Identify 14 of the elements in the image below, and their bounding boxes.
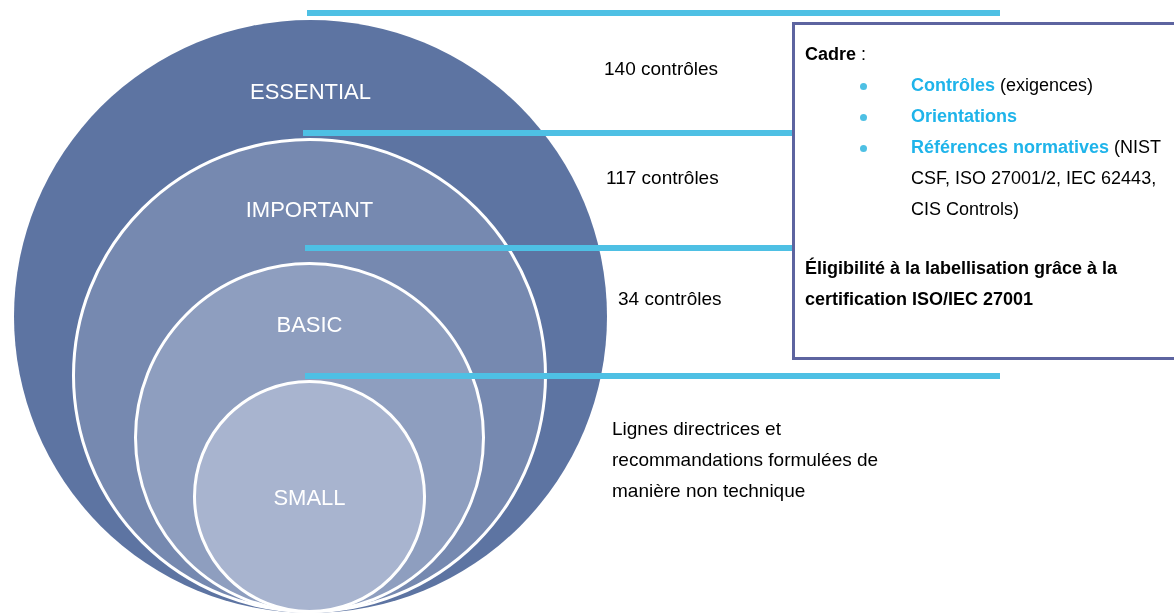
info-box [792,22,1174,360]
control-count: 140 contrôles [604,57,719,81]
framework-item: Orientations [911,106,1017,126]
box-heading: Cadre : [805,43,868,66]
control-count: 117 contrôles [606,166,719,190]
eligibility-note: Éligibilité à la labellisation grâce à la certification ISO/IEC 27001 [805,256,1119,311]
description-text: Lignes directrices et recommandations formulées de manière non technique [612,417,880,503]
framework-item: Références normatives (NIST CSF, ISO 27001/2, IEC 62443, CIS Controls) [911,137,1161,219]
level-label: BASIC [275,312,344,338]
control-count: 34 contrôles [618,287,722,311]
framework-item: Contrôles (exigences) [911,75,1094,95]
level-label: SMALL [272,485,347,511]
level-label: IMPORTANT [244,197,375,223]
level-label: ESSENTIAL [248,79,372,105]
